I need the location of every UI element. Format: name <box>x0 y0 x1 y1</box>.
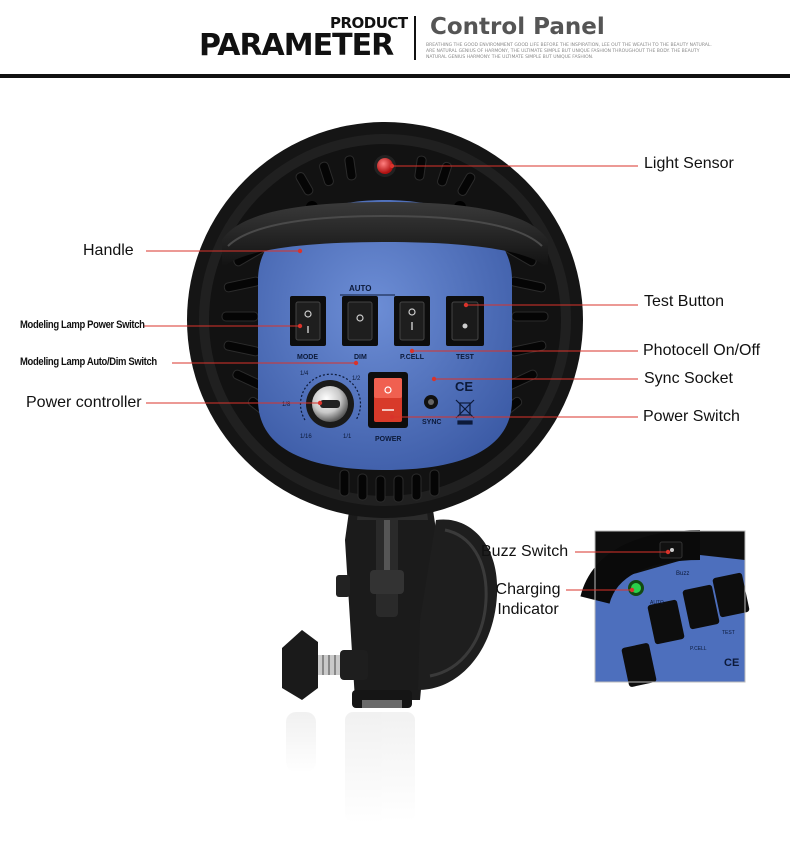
test-button[interactable] <box>446 296 484 346</box>
pcell-switch[interactable] <box>394 296 430 346</box>
inset-auto-label: AUTO <box>650 600 664 606</box>
panel-power-label: POWER <box>375 436 401 443</box>
vent-slots-top <box>295 155 476 196</box>
label-charging-indicator: Charging Indicator <box>486 580 570 620</box>
header-subtext: BREATHING THE GOOD ENVIRONMENT GOOD LIFE… <box>426 43 712 60</box>
label-light-sensor: Light Sensor <box>644 155 734 172</box>
panel-auto-label: AUTO <box>349 284 372 293</box>
handle <box>222 202 548 268</box>
panel-pcell-label: P.CELL <box>400 354 425 361</box>
brand-parameter: PARAMETER <box>199 28 394 63</box>
dial-mark-3: 1/16 <box>300 434 312 440</box>
label-photocell: Photocell On/Off <box>643 342 761 359</box>
panel-test-label: TEST <box>456 354 475 361</box>
light-sensor <box>374 155 396 177</box>
sync-socket[interactable] <box>424 395 438 409</box>
label-sync-socket: Sync Socket <box>644 370 733 387</box>
label-test-button: Test Button <box>644 293 725 310</box>
label-handle: Handle <box>83 242 134 259</box>
label-charging-line1: Charging <box>495 581 561 598</box>
power-switch[interactable] <box>368 372 408 428</box>
inset-illustration: Buzz AUTO P.CELL TEST CE <box>580 530 750 687</box>
panel-mode-label: MODE <box>297 354 318 361</box>
label-power-switch: Power Switch <box>643 408 740 425</box>
mount-bracket <box>282 490 498 708</box>
inset-buzz-label: Buzz <box>676 571 689 577</box>
power-controller-dial[interactable] <box>299 373 362 428</box>
mode-switch[interactable] <box>290 296 326 346</box>
label-modeling-auto: Modeling Lamp Auto/Dim Switch <box>20 356 157 368</box>
dial-mark-5: 1/2 <box>352 376 361 382</box>
dial-mark-4: 1/1 <box>343 434 352 440</box>
floor-reflection <box>286 712 415 822</box>
panel-dim-label: DIM <box>354 354 367 361</box>
ce-mark: CE <box>455 379 473 394</box>
header-rule <box>0 74 790 78</box>
inset-pcell-label: P.CELL <box>690 646 707 652</box>
weee-icon <box>455 399 475 425</box>
label-charging-line2: Indicator <box>497 601 559 618</box>
label-buzz-switch: Buzz Switch <box>481 543 569 560</box>
brand-product: PRODUCT <box>330 14 408 32</box>
dim-switch[interactable] <box>342 296 378 346</box>
dial-mark-1: 1/4 <box>300 371 309 377</box>
label-modeling-power: Modeling Lamp Power Switch <box>20 319 145 331</box>
inset-test-label: TEST <box>722 630 735 636</box>
callout-dots <box>297 163 671 593</box>
header-divider <box>414 16 416 60</box>
page-title: Control Panel <box>430 14 605 40</box>
vent-slots-bottom <box>339 469 440 503</box>
page-header: PRODUCT PARAMETER Control Panel BREATHIN… <box>0 0 790 82</box>
dial-mark-2: 1/8 <box>282 402 291 408</box>
label-power-controller: Power controller <box>26 394 142 411</box>
callout-lines <box>144 165 668 591</box>
inset-ce-mark: CE <box>724 657 739 669</box>
panel-sync-label: SYNC <box>422 419 441 426</box>
